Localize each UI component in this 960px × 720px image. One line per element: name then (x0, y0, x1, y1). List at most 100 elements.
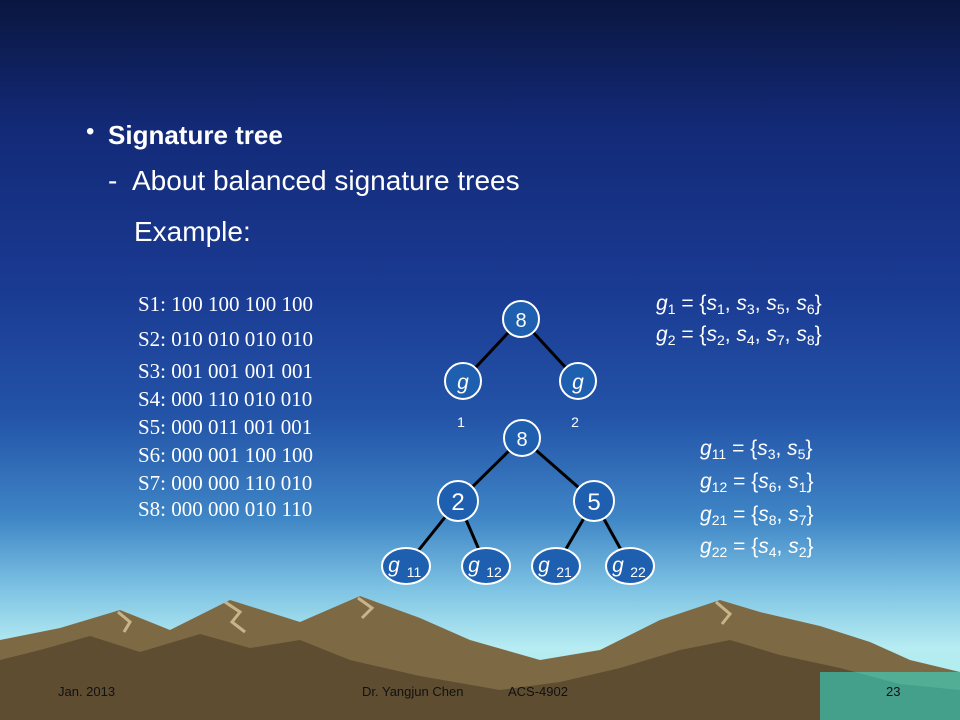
tree-node-leaf: g (559, 362, 597, 400)
separator: , (724, 292, 737, 315)
member-name: s (706, 292, 717, 315)
teal-ground-band (820, 672, 960, 720)
separator: , (776, 503, 789, 526)
close-brace: } (805, 437, 813, 460)
member-subscript: 5 (797, 446, 806, 462)
svg-text:2: 2 (451, 489, 464, 516)
member-subscript: 1 (798, 479, 807, 495)
footer-page-number: 23 (886, 684, 901, 699)
group-subscript: 2 (667, 332, 676, 348)
signature-row: S3: 001 001 001 001 (138, 359, 314, 383)
member-subscript: 2 (798, 544, 807, 560)
tree-node-leaf: g 12 (461, 547, 511, 585)
member-name: s (796, 292, 807, 315)
member-subscript: 8 (806, 332, 815, 348)
signature-row: S7: 000 000 110 010 (138, 471, 313, 495)
close-brace: } (806, 535, 814, 558)
group-subscript: 21 (711, 512, 728, 528)
svg-text:g: g (457, 371, 469, 394)
tree-node-internal: 2 (437, 480, 479, 522)
tree-node-subscript: 1 (457, 414, 465, 430)
group-subscript: 11 (711, 446, 727, 462)
svg-text:g: g (612, 554, 624, 577)
member-subscript: 7 (776, 332, 785, 348)
example-label: Example: (134, 216, 251, 247)
group-formula: g12 = {s6, s1} (700, 470, 814, 494)
group-formula: g1 = {s1, s3, s5, s6} (656, 292, 822, 316)
separator: , (754, 323, 767, 346)
tree-node-leaf: g 11 (381, 547, 431, 585)
member-name: s (758, 470, 769, 493)
svg-text:g: g (388, 554, 400, 577)
separator: , (784, 323, 797, 346)
group-formula: g11 = {s3, s5} (700, 437, 812, 461)
separator: , (776, 470, 789, 493)
group-name: g (656, 292, 668, 315)
separator: , (776, 535, 789, 558)
group-name: g (700, 470, 712, 493)
signature-row: S2: 010 010 010 010 (138, 327, 314, 351)
member-name: s (796, 323, 807, 346)
member-name: s (736, 292, 747, 315)
member-name: s (736, 323, 747, 346)
tree-node-leaf: g 21 (531, 547, 581, 585)
group-formula: g21 = {s8, s7} (700, 503, 814, 527)
equals-open-brace: = { (675, 323, 707, 346)
tree-node-leaf: g (444, 362, 482, 400)
member-name: s (787, 437, 798, 460)
member-subscript: 8 (768, 512, 777, 528)
group-subscript: 22 (711, 544, 728, 560)
member-name: s (758, 503, 769, 526)
tree-node-internal: 5 (573, 480, 615, 522)
close-brace: } (814, 323, 822, 346)
close-brace: } (806, 470, 814, 493)
tree-node-leaf: g 22 (605, 547, 655, 585)
separator: , (784, 292, 797, 315)
member-subscript: 3 (767, 446, 776, 462)
tree-node-root: 8 (503, 419, 541, 457)
member-subscript: 6 (768, 479, 777, 495)
member-name: s (766, 292, 777, 315)
svg-text:12: 12 (486, 564, 502, 580)
close-brace: } (814, 292, 822, 315)
slide-title: Signature tree (108, 120, 283, 150)
svg-text:g: g (468, 554, 480, 577)
member-subscript: 6 (806, 301, 815, 317)
equals-open-brace: = { (727, 535, 759, 558)
mountain-front-range (0, 634, 960, 720)
separator: , (754, 292, 767, 315)
balanced-tree: 8 2 5 g 11 g 12 g 21 (381, 419, 655, 585)
svg-text:8: 8 (515, 310, 526, 332)
footer-date: Jan. 2013 (58, 684, 116, 699)
svg-text:8: 8 (516, 429, 527, 451)
member-name: s (757, 437, 768, 460)
footer-author: Dr. Yangjun Chen (362, 684, 464, 699)
group-name: g (700, 535, 712, 558)
equals-open-brace: = { (727, 503, 759, 526)
member-subscript: 1 (716, 301, 725, 317)
member-subscript: 2 (716, 332, 725, 348)
svg-text:11: 11 (407, 564, 422, 580)
footer-course: ACS-4902 (508, 684, 568, 699)
group-formula: g2 = {s2, s4, s7, s8} (656, 323, 822, 347)
close-brace: } (806, 503, 814, 526)
group-name: g (700, 437, 712, 460)
svg-text:21: 21 (556, 564, 572, 580)
member-name: s (766, 323, 777, 346)
signature-row: S1: 100 100 100 100 (138, 292, 314, 316)
group-subscript: 12 (711, 479, 728, 495)
member-name: s (706, 323, 717, 346)
signature-row: S4: 000 110 010 010 (138, 387, 313, 411)
member-name: s (758, 535, 769, 558)
member-name: s (788, 470, 799, 493)
small-tree: 8 g 1 g 2 (444, 300, 597, 430)
separator: , (724, 323, 737, 346)
equals-open-brace: = { (727, 470, 759, 493)
member-name: s (788, 535, 799, 558)
tree-node-root: 8 (502, 300, 540, 338)
dash-marker: - (108, 165, 118, 196)
member-subscript: 5 (776, 301, 785, 317)
